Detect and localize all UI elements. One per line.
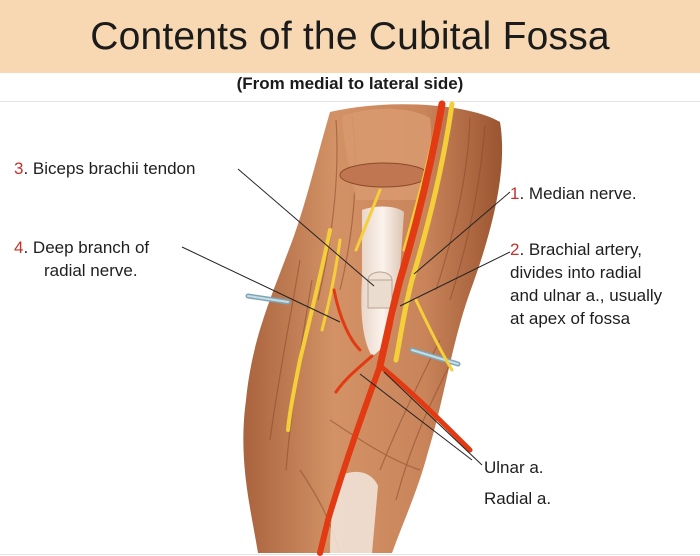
label-median-nerve: 1. Median nerve. <box>510 184 637 203</box>
label-radial-artery: Radial a. <box>484 489 552 508</box>
label-ulnar-artery: Ulnar a. <box>484 458 544 477</box>
cut-muscle-end <box>339 162 429 188</box>
arteries <box>317 100 473 556</box>
retractor-hooks <box>245 293 461 367</box>
title-bar: Contents of the Cubital Fossa <box>0 0 700 73</box>
label-deep-branch-radial-nerve: 4. Deep branch of radial nerve. <box>14 238 150 280</box>
lower-tendon-patch <box>330 471 378 553</box>
leader-lines <box>181 168 511 466</box>
label-biceps-tendon: 3. Biceps brachii tendon <box>14 159 196 178</box>
page-title: Contents of the Cubital Fossa <box>90 14 610 58</box>
subtitle: (From medial to lateral side) <box>236 74 464 93</box>
muscle-striations <box>269 115 486 554</box>
figure-frame <box>0 101 700 555</box>
label-brachial-artery: 2. Brachial artery, divides into radial … <box>510 240 663 328</box>
